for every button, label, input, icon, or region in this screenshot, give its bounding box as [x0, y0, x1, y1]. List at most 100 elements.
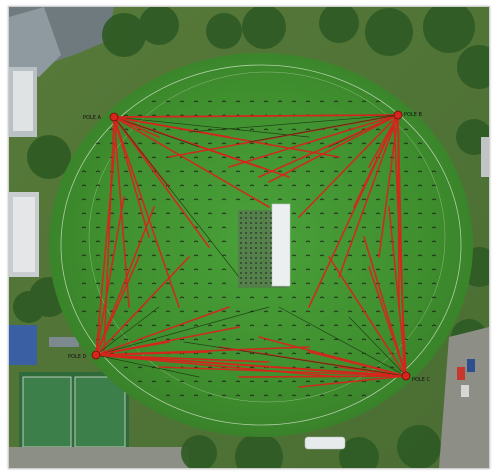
pitch-marker	[245, 247, 247, 249]
pitch-marker	[270, 222, 272, 224]
pitch-marker	[260, 267, 262, 269]
pitch-marker	[255, 262, 257, 264]
pitch-marker	[245, 222, 247, 224]
pitch-marker	[240, 252, 242, 254]
pavilion-building	[305, 437, 345, 449]
pitch-marker	[240, 247, 242, 249]
pitch-marker	[260, 277, 262, 279]
pitch-marker	[240, 227, 242, 229]
pitch-marker	[250, 252, 252, 254]
pitch-marker	[260, 247, 262, 249]
pitch-marker	[255, 242, 257, 244]
pitch-marker	[250, 217, 252, 219]
pitch-marker	[265, 282, 267, 284]
pitch-marker	[270, 227, 272, 229]
pitch-marker	[270, 247, 272, 249]
pitch-marker	[265, 227, 267, 229]
pitch-marker	[255, 222, 257, 224]
pitch-marker	[245, 227, 247, 229]
pitch-marker	[260, 262, 262, 264]
pitch-marker	[270, 242, 272, 244]
pitch-marker	[240, 232, 242, 234]
pitch-marker	[245, 217, 247, 219]
pitch-marker	[250, 212, 252, 214]
pitch-marker	[250, 277, 252, 279]
pitch-marker	[245, 272, 247, 274]
pitch-marker	[265, 247, 267, 249]
pole-a-label: POLE A	[83, 115, 101, 121]
pitch-marker	[265, 252, 267, 254]
pitch-marker	[255, 237, 257, 239]
pitch-marker	[255, 267, 257, 269]
pitch-marker	[255, 212, 257, 214]
pitch-marker	[260, 212, 262, 214]
pitch-marker	[260, 222, 262, 224]
pitch-marker	[255, 217, 257, 219]
pitch-marker	[240, 267, 242, 269]
pitch-marker	[270, 257, 272, 259]
aerial-map: POLE A POLE B POLE C POLE D	[8, 6, 490, 469]
pitch-marker	[250, 222, 252, 224]
pitch-marker	[265, 217, 267, 219]
pitch-marker	[270, 237, 272, 239]
pitch-marker	[245, 242, 247, 244]
pitch-marker	[260, 257, 262, 259]
pitch-marker	[265, 222, 267, 224]
pitch-marker	[250, 267, 252, 269]
pitch-marker	[250, 257, 252, 259]
pitch-marker	[240, 282, 242, 284]
pitch-marker	[240, 212, 242, 214]
pitch-marker	[270, 232, 272, 234]
pole-d-marker	[92, 351, 100, 359]
pole-a: POLE A	[83, 113, 118, 121]
pitch-marker	[270, 272, 272, 274]
pitch-marker	[250, 227, 252, 229]
pitch-marker	[250, 242, 252, 244]
pitch-marker	[250, 237, 252, 239]
pitch-marker	[265, 237, 267, 239]
pitch-marker	[250, 272, 252, 274]
pitch-marker	[270, 282, 272, 284]
pitch-marker	[265, 272, 267, 274]
pitch-marker	[245, 212, 247, 214]
pitch-marker	[260, 272, 262, 274]
pitch-marker	[255, 232, 257, 234]
pole-b-label: POLE B	[404, 112, 422, 118]
pole-d-label: POLE D	[68, 354, 86, 360]
pitch-marker	[265, 262, 267, 264]
pitch-marker	[270, 277, 272, 279]
pitch-marker	[240, 272, 242, 274]
pitch-marker	[245, 262, 247, 264]
pitch-marker	[240, 222, 242, 224]
pitch-marker	[265, 257, 267, 259]
pitch-marker	[245, 257, 247, 259]
pitch-marker	[265, 277, 267, 279]
pitch-marker	[270, 217, 272, 219]
pitch-marker	[270, 267, 272, 269]
pitch-marker	[255, 272, 257, 274]
pitch-marker	[255, 252, 257, 254]
pole-c-label: POLE C	[412, 377, 430, 383]
pitch-marker	[245, 232, 247, 234]
pitch-marker	[260, 282, 262, 284]
pole-b: POLE B	[394, 111, 422, 119]
pitch-marker	[240, 277, 242, 279]
pitch-marker	[245, 277, 247, 279]
pitch-marker	[260, 227, 262, 229]
pitch-marker	[260, 237, 262, 239]
pole-c-marker	[402, 372, 410, 380]
pitch-marker	[260, 217, 262, 219]
pitch-marker	[250, 247, 252, 249]
pitch-marker	[260, 252, 262, 254]
lighting-layout-svg: POLE A POLE B POLE C POLE D	[9, 7, 489, 468]
pitch-marker	[240, 237, 242, 239]
pitch-marker	[240, 257, 242, 259]
pitch-marker	[265, 232, 267, 234]
pitch-marker	[265, 212, 267, 214]
pitch-marker	[245, 237, 247, 239]
pitch-marker	[255, 227, 257, 229]
pitch-marker	[260, 232, 262, 234]
pole-b-marker	[394, 111, 402, 119]
pole-a-marker	[110, 113, 118, 121]
